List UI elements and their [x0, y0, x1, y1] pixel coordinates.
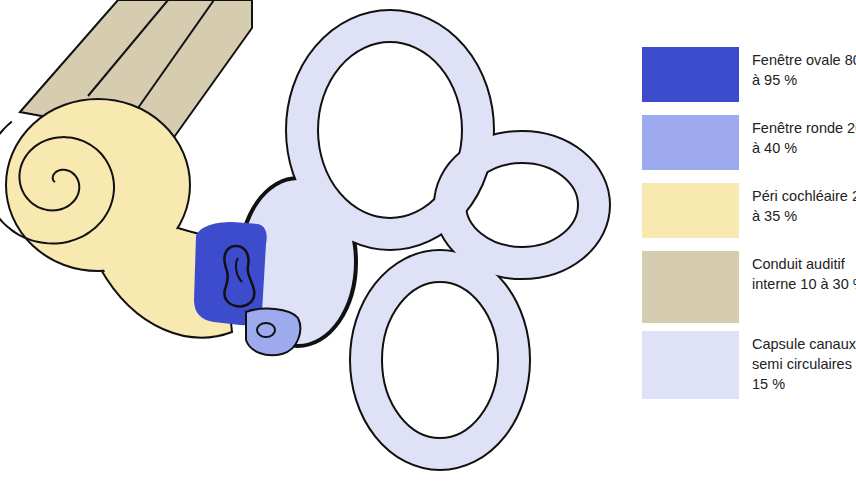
round-window-area — [246, 309, 300, 356]
legend-label: Fenêtre ovale 80 à 95 % — [752, 50, 856, 90]
canal-loop — [450, 147, 594, 263]
legend-label: Capsule canaux semi circulaires 5 à 15 % — [752, 334, 856, 394]
legend-swatch — [642, 183, 739, 238]
canal-loop — [366, 266, 514, 454]
legend-label: Fenêtre ronde 20 à 40 % — [752, 118, 856, 158]
cochlea-spiral — [0, 122, 114, 244]
semicircular-canals-outline — [240, 26, 594, 454]
legend-swatch — [642, 47, 739, 102]
canal-loop-outline — [450, 147, 594, 263]
legend-label: Conduit auditif interne 10 à 30 % — [752, 254, 856, 294]
round-window — [246, 309, 300, 356]
oval-window-outline — [224, 246, 254, 306]
round-window-outline — [257, 323, 275, 337]
oval-window-detail — [236, 258, 242, 282]
semicircular-canals — [242, 26, 594, 454]
legend-swatch — [642, 115, 739, 170]
legend-swatch — [642, 331, 739, 399]
legend-label: Péri cochléaire 20 à 35 % — [752, 186, 856, 226]
canal-line — [138, 0, 214, 108]
canal-loop-outline — [366, 266, 514, 454]
legend-swatch — [642, 251, 739, 323]
